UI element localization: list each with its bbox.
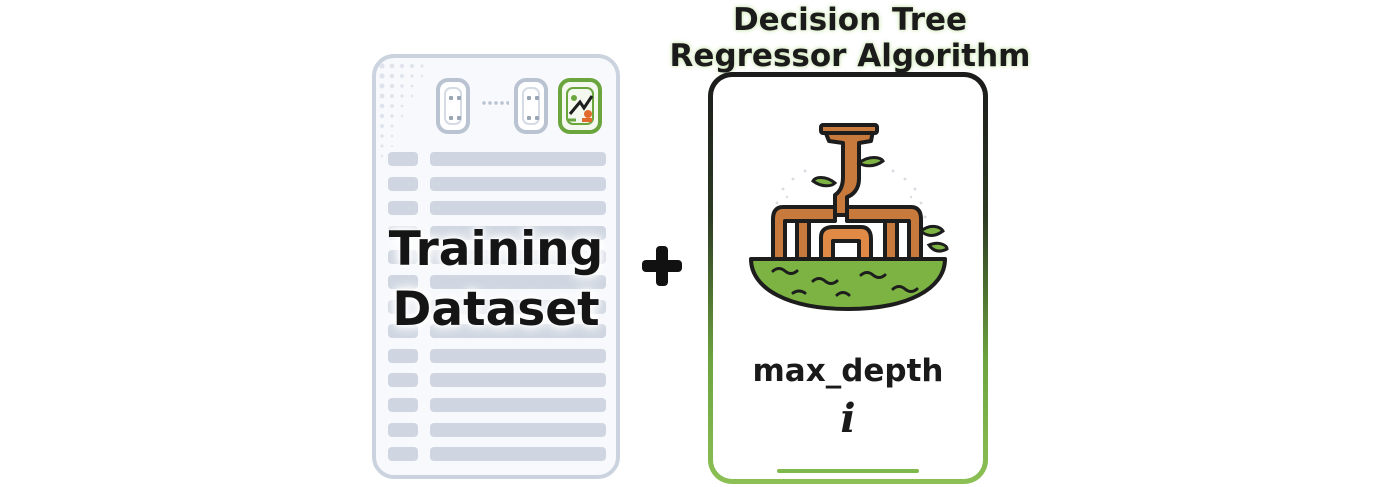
row-index-cell bbox=[388, 348, 418, 363]
dataset-label-line1: Training bbox=[388, 222, 604, 277]
row-index-cell bbox=[388, 275, 418, 289]
row-index-cell bbox=[388, 176, 418, 191]
column-ellipsis bbox=[481, 101, 509, 105]
row-index-cell bbox=[388, 201, 418, 216]
target-column-header bbox=[558, 78, 602, 134]
row-value-cell bbox=[430, 201, 606, 216]
row-index-cell bbox=[388, 447, 418, 462]
row-index-cell bbox=[388, 225, 418, 240]
row-value-cell bbox=[430, 373, 606, 388]
row-value-cell bbox=[430, 422, 606, 437]
parameter-value: i bbox=[840, 395, 856, 442]
feature-column-header bbox=[514, 78, 548, 134]
row-value-cell bbox=[430, 250, 606, 265]
algorithm-title-line2: Regressor Algorithm bbox=[669, 38, 1031, 74]
algorithm-title-line1: Decision Tree bbox=[732, 2, 968, 38]
row-value-cell bbox=[430, 225, 606, 240]
plus-icon bbox=[640, 244, 684, 288]
row-value-cell bbox=[430, 447, 606, 462]
target-column-icon bbox=[568, 95, 594, 122]
algorithm-title: Decision Tree Regressor Algorithm bbox=[660, 2, 1040, 74]
dataset-label: Training Dataset bbox=[376, 220, 616, 340]
parameter-name: max_depth bbox=[752, 353, 944, 389]
row-index-cell bbox=[388, 422, 418, 437]
row-value-cell bbox=[430, 348, 606, 363]
row-value-cell bbox=[430, 152, 606, 166]
row-index-cell bbox=[388, 398, 418, 412]
feature-column-header bbox=[436, 78, 470, 134]
row-index-cell bbox=[388, 250, 418, 265]
tree-icon bbox=[749, 123, 949, 311]
row-value-cell bbox=[430, 176, 606, 191]
row-value-cell bbox=[430, 275, 606, 289]
algorithm-card: max_depth i bbox=[708, 72, 988, 484]
row-value-cell bbox=[430, 324, 606, 339]
dot-pattern-decoration bbox=[379, 63, 424, 158]
row-value-cell bbox=[430, 398, 606, 412]
training-dataset-card: Training Dataset bbox=[372, 54, 620, 479]
card-underline bbox=[777, 469, 919, 473]
row-index-cell bbox=[388, 324, 418, 339]
dataset-label-line2: Dataset bbox=[392, 282, 600, 337]
row-value-cell bbox=[430, 299, 606, 314]
row-index-cell bbox=[388, 299, 418, 314]
row-index-cell bbox=[388, 152, 418, 166]
row-index-cell bbox=[388, 373, 418, 388]
